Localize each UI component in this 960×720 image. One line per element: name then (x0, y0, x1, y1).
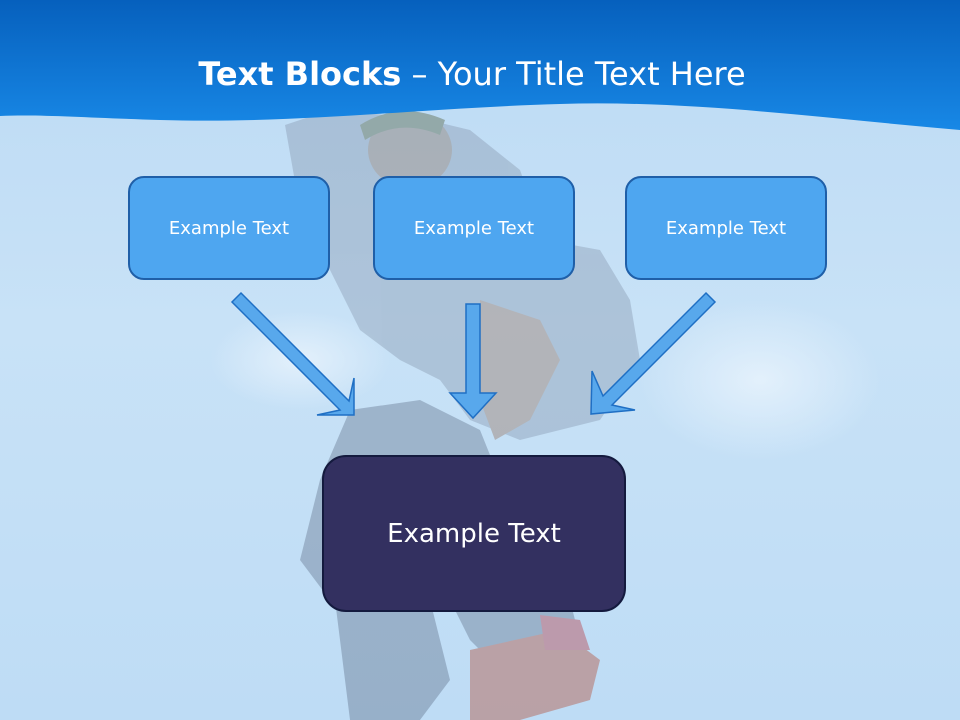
text-block-center[interactable]: Example Text (373, 176, 575, 280)
text-block-right[interactable]: Example Text (625, 176, 827, 280)
text-block-bottom[interactable]: Example Text (322, 455, 626, 612)
text-block-left[interactable]: Example Text (128, 176, 330, 280)
arrow-down-icon (448, 303, 498, 420)
text-block-bottom-label: Example Text (387, 518, 561, 549)
header-banner (0, 0, 960, 130)
title-bold-part: Text Blocks (198, 55, 402, 93)
text-block-right-label: Example Text (665, 217, 787, 239)
text-block-left-label: Example Text (168, 217, 290, 239)
title-dash: – (401, 55, 438, 93)
arrow-left-icon (230, 291, 355, 416)
slide-title: Text Blocks – Your Title Text Here (0, 52, 944, 96)
arrow-right-icon (590, 291, 717, 415)
title-rest: Your Title Text Here (437, 55, 746, 93)
text-block-center-label: Example Text (413, 217, 535, 239)
